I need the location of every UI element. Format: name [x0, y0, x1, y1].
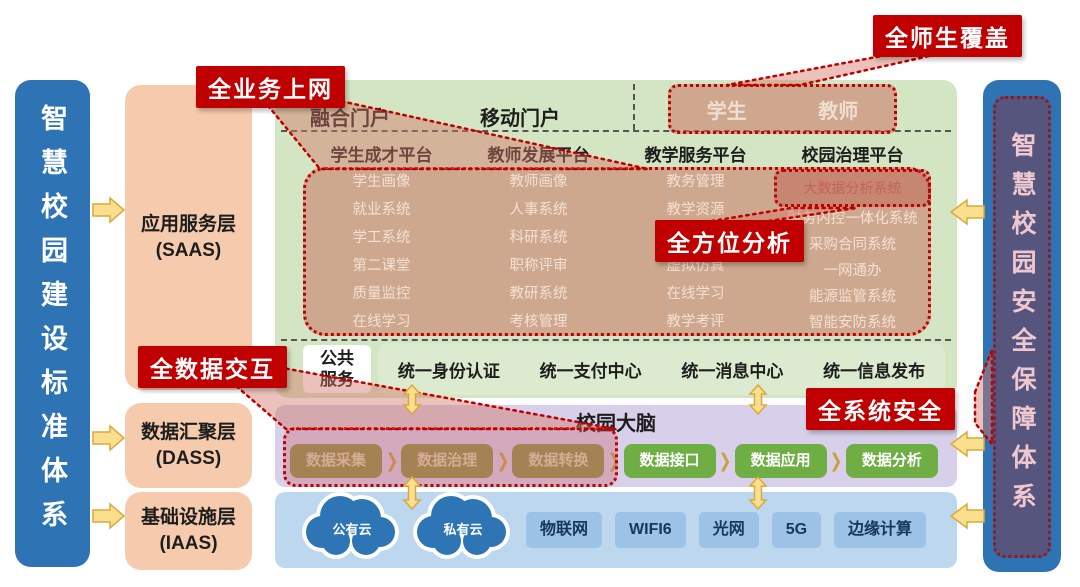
system-item: 教务管理	[666, 174, 725, 190]
system-item: 一网通办	[823, 263, 882, 279]
system-item: 虚拟仿真	[666, 258, 725, 274]
layer-saas-name: 应用服务层	[140, 213, 236, 235]
user-groups-box: 学生 教师	[668, 84, 897, 134]
public-services-label: 公共服务	[303, 345, 371, 393]
label-full-dimension-analysis: 全方位分析	[655, 220, 804, 262]
pipeline-step: 数据应用	[734, 444, 827, 478]
pipeline-step: 数据分析	[845, 444, 938, 478]
chevron-icon: ❯	[718, 450, 732, 472]
network-optical: 光网	[698, 512, 759, 548]
service-payment-center: 统一支付中心	[539, 361, 642, 381]
system-item: 在线学习	[352, 314, 411, 330]
system-item: 教学考评	[666, 314, 725, 330]
layer-iaas: 基础设施层 (IAAS)	[125, 492, 252, 570]
pipeline-step: 数据治理	[401, 444, 494, 478]
system-item: 学工系统	[352, 230, 411, 246]
service-info-publish: 统一信息发布	[823, 361, 926, 381]
arrow-right-icon	[92, 196, 126, 224]
system-item: 教研系统	[509, 286, 568, 302]
pipeline-step: 数据采集	[290, 444, 382, 478]
student-systems-column: 学生画像 就业系统 学工系统 第二课堂 质量监控 在线学习	[303, 168, 460, 336]
pipeline-step: 数据接口	[623, 444, 716, 478]
pipeline-step: 数据转换	[512, 444, 605, 478]
system-item: 科研系统	[509, 230, 568, 246]
system-item: 职称评审	[509, 258, 568, 274]
network-items: 物联网 WIFI6 光网 5G 边缘计算	[526, 512, 927, 548]
layer-dass-abbr: (DASS)	[155, 447, 222, 469]
system-item: 在线学习	[666, 286, 725, 302]
label-full-data-interaction: 全数据交互	[138, 346, 287, 388]
header-student-platform: 学生成才平台	[330, 146, 433, 165]
portal-mobile: 移动门户	[480, 108, 560, 130]
system-item: 人事系统	[509, 202, 568, 218]
system-item: 教师画像	[509, 174, 568, 190]
data-pipeline: 数据采集 ❯ 数据治理 ❯ 数据转换 ❯ 数据接口 ❯ 数据应用 ❯ 数据分析	[290, 444, 938, 478]
user-group-teacher: 教师	[818, 100, 859, 123]
platform-headers: 学生成才平台 教师发展平台 教学服务平台 校园治理平台	[303, 141, 931, 166]
system-item: 考核管理	[509, 314, 568, 330]
service-message-center: 统一消息中心	[681, 361, 784, 381]
system-item: 学生画像	[352, 174, 411, 190]
right-pillar-title: 智慧校园安全保障体系	[1008, 132, 1036, 522]
arrow-right-icon	[92, 502, 126, 530]
left-pillar-title: 智慧校园建设标准体系	[37, 103, 67, 544]
header-governance-platform: 校园治理平台	[801, 146, 904, 165]
teacher-systems-column: 教师画像 人事系统 科研系统 职称评审 教研系统 考核管理	[460, 168, 617, 336]
layer-saas: 应用服务层 (SAAS)	[125, 85, 252, 390]
layer-dass-name: 数据汇聚层	[140, 421, 236, 443]
layer-dass: 数据汇聚层 (DASS)	[125, 403, 252, 488]
system-item: 智能安防系统	[809, 315, 896, 331]
right-pillar: 智慧校园安全保障体系	[983, 80, 1061, 572]
label-full-staff-student-coverage: 全师生覆盖	[873, 15, 1022, 57]
network-wifi6: WIFI6	[615, 512, 686, 548]
services-separator-line	[281, 339, 951, 341]
label-full-system-security: 全系统安全	[806, 388, 955, 430]
big-data-analysis-highlight-box: 大数据分析系统	[774, 169, 931, 207]
arrow-right-icon	[92, 424, 126, 452]
header-teaching-platform: 教学服务平台	[644, 146, 747, 165]
portal-divider-line	[633, 84, 635, 130]
label-full-business-online: 全业务上网	[196, 66, 345, 108]
layer-saas-abbr: (SAAS)	[155, 239, 222, 261]
system-item: 第二课堂	[352, 258, 411, 274]
chevron-icon: ❯	[829, 450, 843, 472]
left-pillar: 智慧校园建设标准体系	[15, 80, 90, 567]
chevron-icon: ❯	[496, 450, 510, 472]
system-item: 采购合同系统	[809, 237, 896, 253]
system-item: 质量监控	[352, 286, 411, 302]
network-5g: 5G	[771, 512, 822, 548]
system-item: 就业系统	[352, 202, 411, 218]
layer-iaas-abbr: (IAAS)	[159, 533, 218, 554]
layer-iaas-name: 基础设施层	[140, 507, 236, 529]
service-identity-auth: 统一身份认证	[397, 361, 500, 381]
business-systems-overlay	[303, 167, 931, 336]
chevron-icon: ❯	[607, 450, 621, 472]
system-item: 能源监管系统	[809, 289, 896, 305]
chevron-icon: ❯	[385, 450, 398, 472]
header-teacher-platform: 教师发展平台	[487, 146, 590, 165]
user-group-student: 学生	[706, 100, 747, 123]
right-pillar-inner: 智慧校园安全保障体系	[993, 96, 1051, 558]
network-iot: 物联网	[526, 512, 603, 548]
network-edge-computing: 边缘计算	[834, 512, 927, 548]
